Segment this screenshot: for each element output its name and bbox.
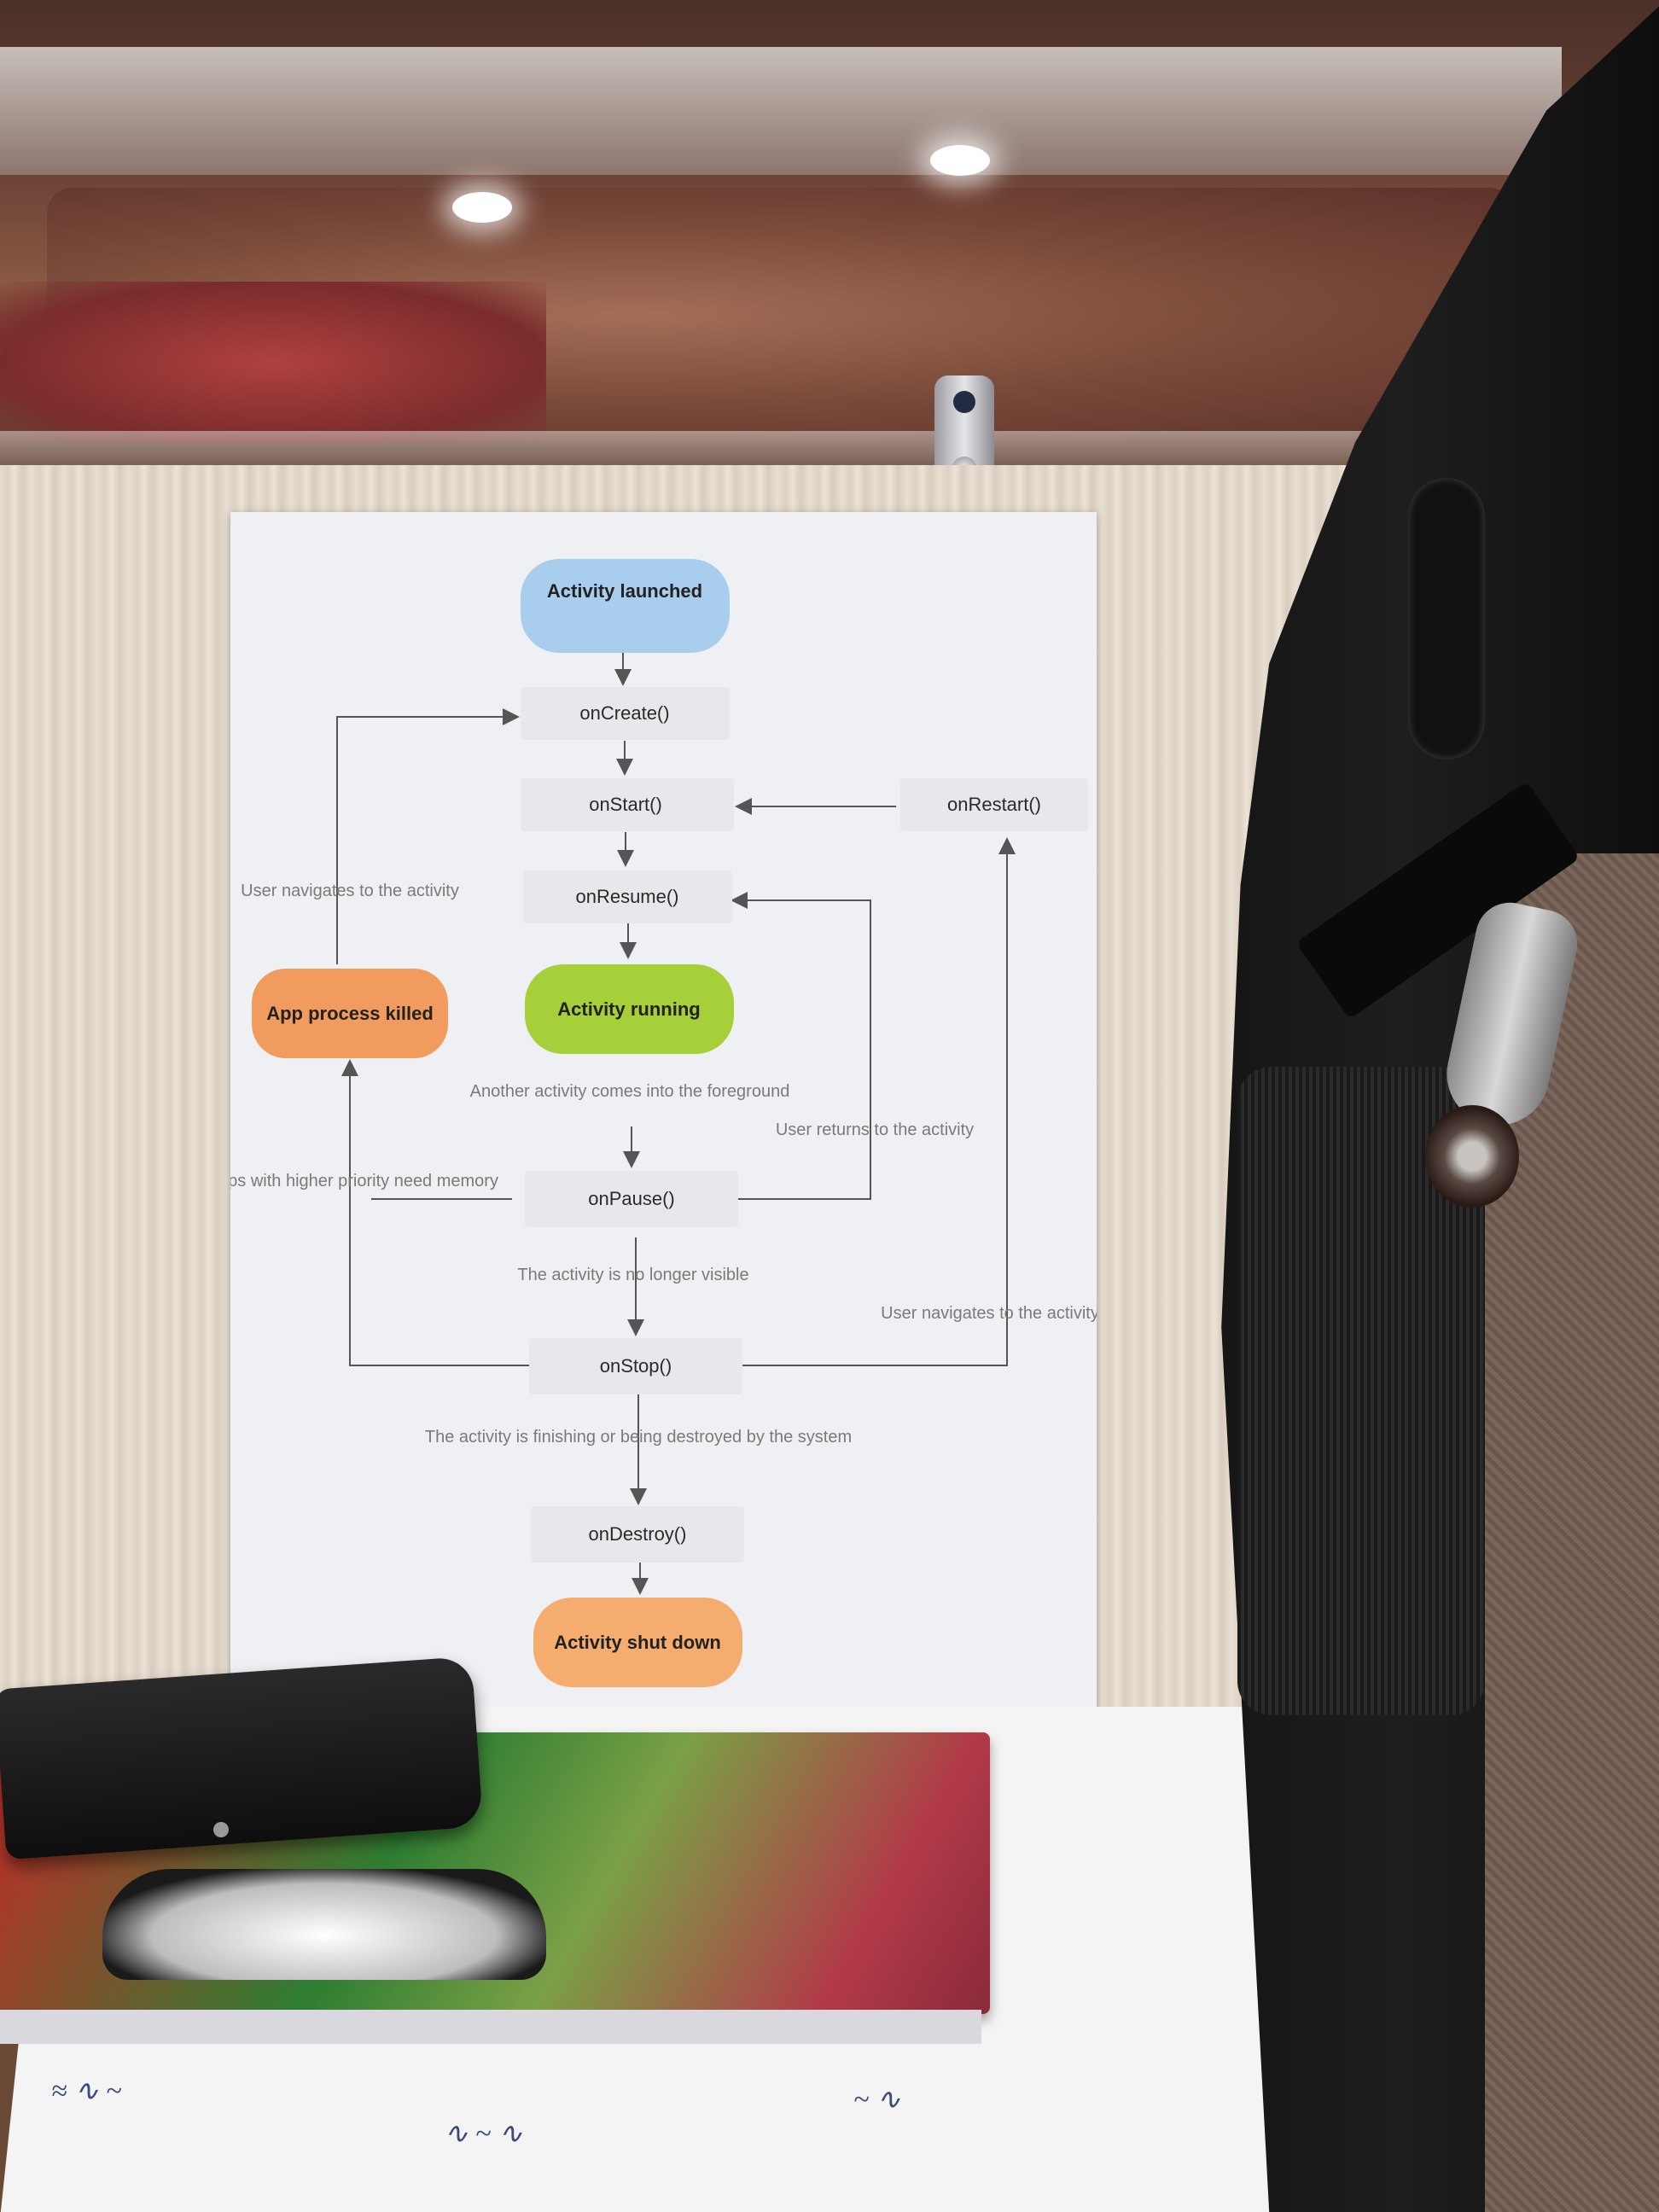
node-activity-shut-down: Activity shut down xyxy=(533,1598,742,1687)
note-another-activity: Another activity comes into the foregrou… xyxy=(470,1082,790,1101)
notebook-pages-edge xyxy=(0,2010,981,2044)
glass-shelf xyxy=(0,47,1562,175)
stapler-rivet xyxy=(213,1822,229,1837)
red-fabric xyxy=(0,282,546,444)
lifecycle-diagram: Activity launched onCreate() onStart() o… xyxy=(230,559,1097,1687)
handwriting: ≈ ∿ ~ xyxy=(51,2075,122,2107)
node-on-pause: onPause() xyxy=(525,1171,738,1227)
handwriting: ∿ ~ ∿ xyxy=(444,2118,523,2150)
shut-down-label: Activity shut down xyxy=(554,1632,721,1653)
launched-label: Activity launched xyxy=(547,580,702,602)
node-activity-running: Activity running xyxy=(525,964,734,1054)
on-start-label: onStart() xyxy=(589,794,662,815)
on-destroy-label: onDestroy() xyxy=(589,1523,687,1545)
node-on-stop: onStop() xyxy=(529,1338,742,1394)
on-stop-label: onStop() xyxy=(600,1355,672,1377)
on-restart-label: onRestart() xyxy=(947,794,1041,815)
node-activity-launched: Activity launched xyxy=(521,559,730,653)
glass-shelf-edge xyxy=(0,431,1562,465)
node-on-resume: onResume() xyxy=(523,870,732,923)
diagram-connectors xyxy=(336,653,1016,1595)
notebook-cover-car xyxy=(102,1869,546,1980)
on-pause-label: onPause() xyxy=(588,1188,675,1209)
light-reflection xyxy=(930,145,990,176)
zipper-ring xyxy=(1425,1105,1519,1208)
node-on-create: onCreate() xyxy=(521,687,730,740)
app-killed-label: App process killed xyxy=(266,1003,434,1024)
node-on-restart: onRestart() xyxy=(900,778,1088,831)
note-finishing: The activity is finishing or being destr… xyxy=(425,1428,852,1447)
note-higher-priority: ops with higher priority need memory xyxy=(230,1172,498,1190)
running-label: Activity running xyxy=(557,998,700,1020)
clip-hole xyxy=(953,391,975,413)
light-reflection xyxy=(452,192,512,223)
backpack-buckle xyxy=(1408,478,1485,760)
note-user-returns: User returns to the activity xyxy=(776,1121,974,1139)
black-stapler xyxy=(0,1656,484,1860)
node-app-process-killed: App process killed xyxy=(252,969,448,1058)
note-no-longer-visible: The activity is no longer visible xyxy=(517,1266,748,1284)
handwriting: ~ ∿ xyxy=(853,2084,901,2116)
node-on-destroy: onDestroy() xyxy=(531,1506,744,1563)
note-user-navigates-left: User navigates to the activity xyxy=(241,882,459,900)
on-create-label: onCreate() xyxy=(579,702,669,724)
note-user-navigates-right: User navigates to the activity xyxy=(881,1304,1097,1323)
activity-lifecycle-poster: Activity launched onCreate() onStart() o… xyxy=(230,512,1097,1732)
on-resume-label: onResume() xyxy=(575,886,678,907)
node-on-start: onStart() xyxy=(521,778,734,831)
